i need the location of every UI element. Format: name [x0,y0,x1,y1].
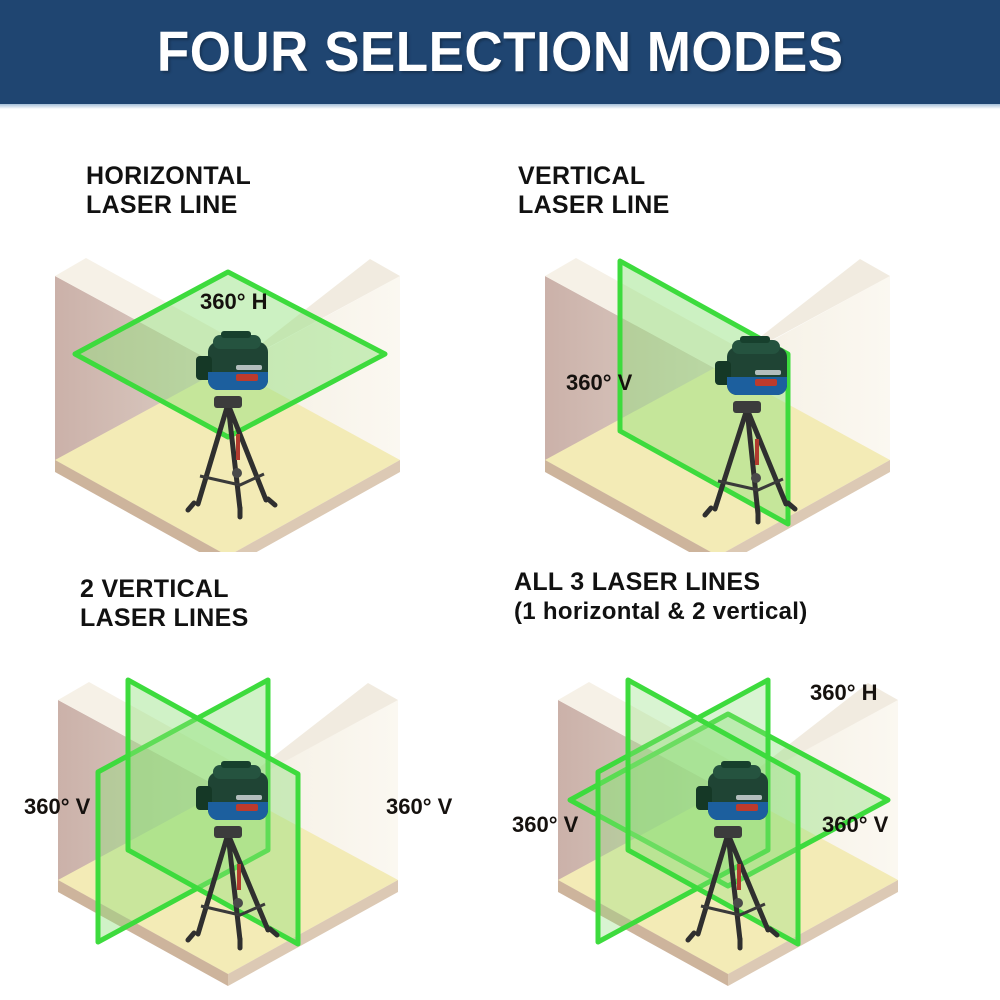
panel-1-label-0: 360° H [200,289,268,314]
room-box [545,258,890,552]
tripod [185,826,280,951]
panel-3-label-0: 360° V [24,794,91,819]
wall-left-top-bevel [545,258,748,370]
panel-4-caption: ALL 3 LASER LINES(1 horizontal & 2 verti… [514,568,808,626]
panel-3-scene: 360° V 360° V [0,552,500,1000]
laser-level-device [185,331,278,520]
device-body [715,336,787,395]
page-title: FOUR SELECTION MODES [156,19,844,84]
panel-all-three-laser-lines: ALL 3 LASER LINES(1 horizontal & 2 verti… [500,552,1000,1000]
panel-1-caption-line1: HORIZONTAL [86,162,252,190]
device-body [196,761,268,820]
floor-edge-right [728,880,898,986]
panel-4-caption-line2: (1 horizontal & 2 vertical) [514,598,808,625]
floor [545,366,890,552]
laser-level-device [702,336,798,525]
tripod [685,826,780,951]
laser-plane-vertical [617,258,791,527]
panel-3-label-1: 360° V [386,794,453,819]
laser-level-device [685,761,780,951]
panel-1-scene: 360° H [0,104,500,552]
panel-3-caption-line2: LASER LINES [80,604,249,632]
laser-plane-vertical-a [95,677,271,945]
header-banner: FOUR SELECTION MODES [0,0,1000,104]
floor-edge-left [55,460,221,552]
panel-2-caption-line2: LASER LINE [518,191,670,219]
floor-edge-right [235,460,400,552]
device-body [196,331,268,390]
panel-4-caption-line1: ALL 3 LASER LINES [514,568,761,596]
wall-left-top-bevel [55,258,258,370]
panel-4-label-0: 360° H [810,680,878,705]
device-body [696,761,768,820]
panel-1-caption-line2: LASER LINE [86,191,238,219]
floor-edge-right [228,880,398,986]
laser-plane-vertical-a [595,677,771,945]
panel-2-label-0: 360° V [566,370,633,395]
panel-2-scene: 360° V [500,104,1000,552]
tripod [702,401,798,525]
panel-4-scene: 360° H 360° V 360° V [500,552,1000,1000]
room-box [55,258,400,552]
panel-4-label-2: 360° V [822,812,889,837]
floor [55,366,400,552]
tripod [185,396,278,520]
banner-shadow-divider [0,104,1000,109]
floor [58,788,398,974]
laser-level-device [185,761,280,951]
floor [558,788,898,974]
panel-3-caption-line1: 2 VERTICAL [80,575,229,603]
panel-4-label-1: 360° V [512,812,579,837]
panel-2-caption-line1: VERTICAL [518,162,646,190]
